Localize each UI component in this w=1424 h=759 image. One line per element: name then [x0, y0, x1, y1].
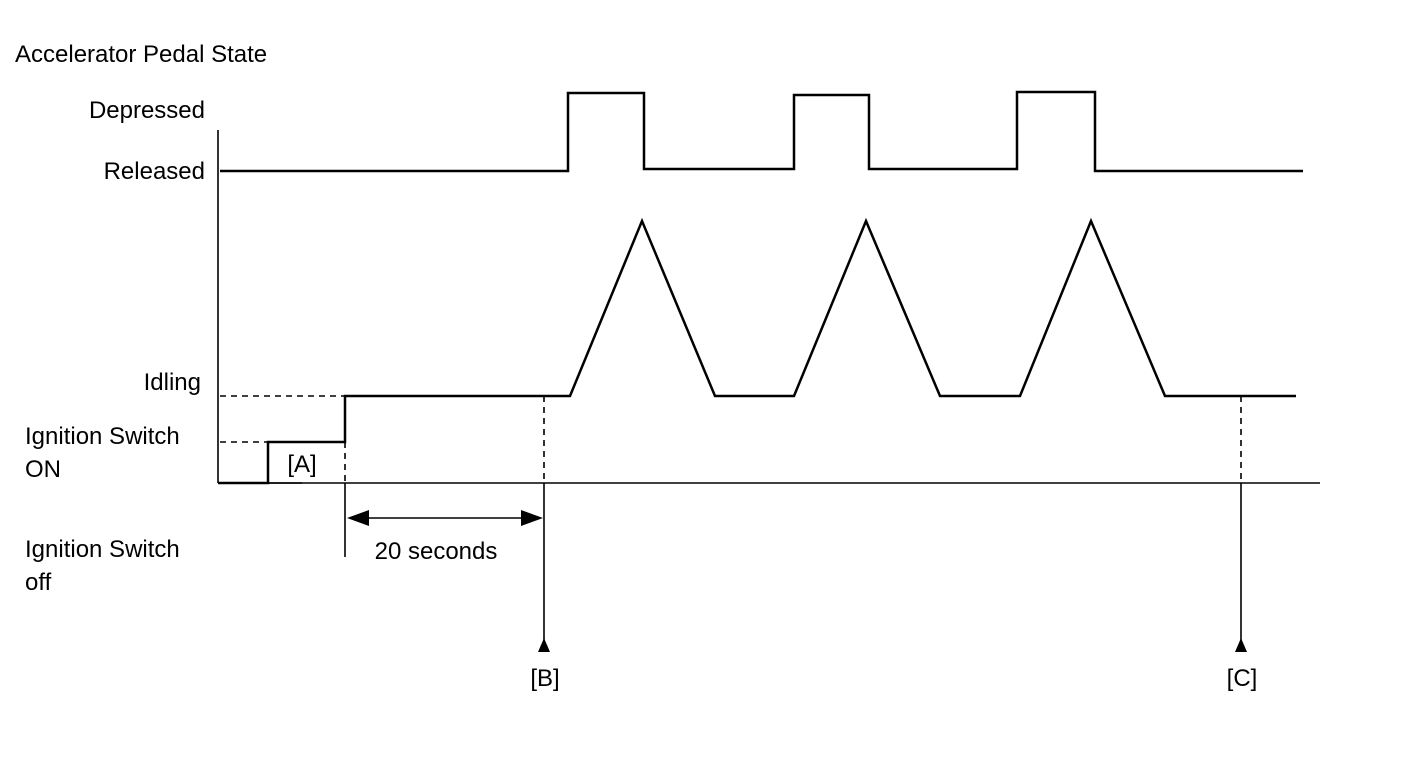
- interval-arrow-left-head: [347, 510, 369, 526]
- marker-c-arrow-icon: [1235, 638, 1247, 652]
- label-ignition-off-line2: off: [25, 569, 52, 596]
- marker-b-label: [B]: [530, 665, 559, 692]
- diagram-title: Accelerator Pedal State: [15, 41, 267, 68]
- label-released: Released: [104, 158, 205, 185]
- label-depressed: Depressed: [89, 97, 205, 124]
- interval-label: 20 seconds: [375, 538, 498, 565]
- label-ignition-on-line1: Ignition Switch: [25, 423, 180, 450]
- marker-b-arrow-icon: [538, 638, 550, 652]
- marker-a-label: [A]: [287, 451, 316, 478]
- pedal-state-waveform: [220, 90, 1303, 173]
- engine-speed-waveform: [218, 217, 1296, 485]
- label-ignition-on-line2: ON: [25, 456, 61, 483]
- interval-arrow-right-head: [521, 510, 543, 526]
- label-ignition-off-line1: Ignition Switch: [25, 536, 180, 563]
- marker-c-label: [C]: [1227, 665, 1258, 692]
- label-idling: Idling: [144, 369, 201, 396]
